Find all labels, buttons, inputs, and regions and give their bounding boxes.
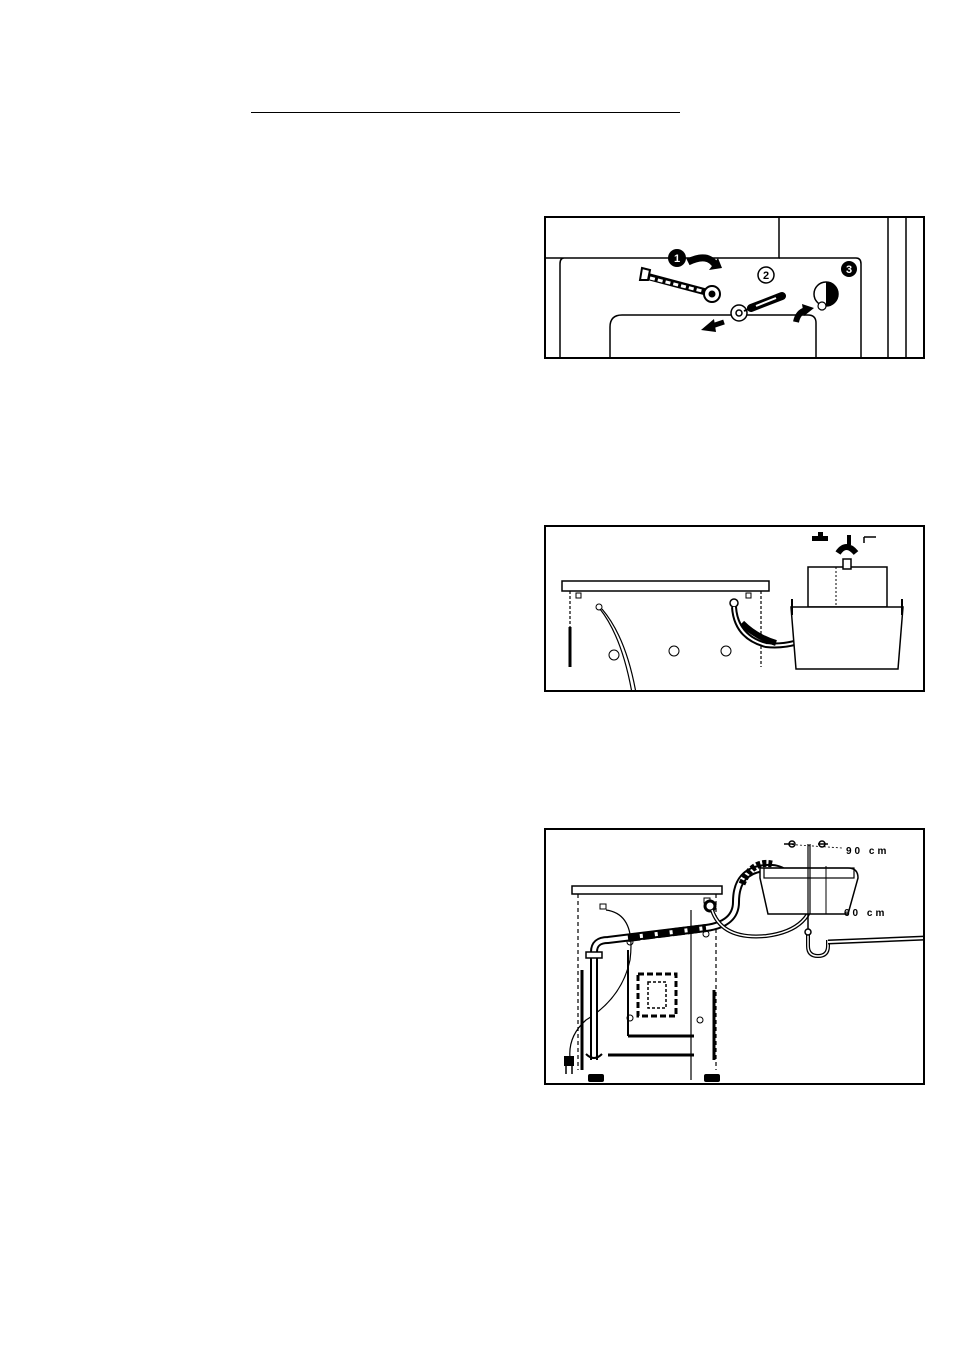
drain-hose-figure: 90 cm 60 cm xyxy=(544,828,925,1085)
inlet-hose-figure xyxy=(544,525,925,692)
height-label-90: 90 cm xyxy=(846,846,889,857)
transit-bolts-illustration: 1 2 3 xyxy=(546,218,925,359)
arrow-left-icon xyxy=(701,319,724,332)
heading-rule xyxy=(251,112,680,113)
curved-arrow-icon xyxy=(688,258,722,270)
water-tap-icon xyxy=(812,532,876,569)
screwdriver-icon xyxy=(731,296,782,321)
drain-hose-illustration: 90 cm 60 cm xyxy=(546,830,925,1085)
drain-trap-icon xyxy=(805,929,925,956)
transit-bolts-figure: 1 2 3 xyxy=(544,216,925,359)
step-label-3: 3 xyxy=(846,264,852,276)
power-cable xyxy=(596,604,636,692)
step-marker-2: 2 xyxy=(758,267,774,283)
step-marker-1: 1 xyxy=(668,249,686,267)
step-marker-3: 3 xyxy=(841,261,857,277)
step-label-2: 2 xyxy=(763,270,769,282)
curved-arrow-icon xyxy=(796,304,814,322)
inlet-hose-illustration xyxy=(546,527,925,692)
wrench-icon xyxy=(640,268,720,302)
sink-icon xyxy=(760,844,858,934)
height-label-60: 60 cm xyxy=(844,908,887,919)
cap-plug-icon xyxy=(814,282,838,310)
step-label-1: 1 xyxy=(674,253,680,265)
sink-icon xyxy=(791,567,903,669)
